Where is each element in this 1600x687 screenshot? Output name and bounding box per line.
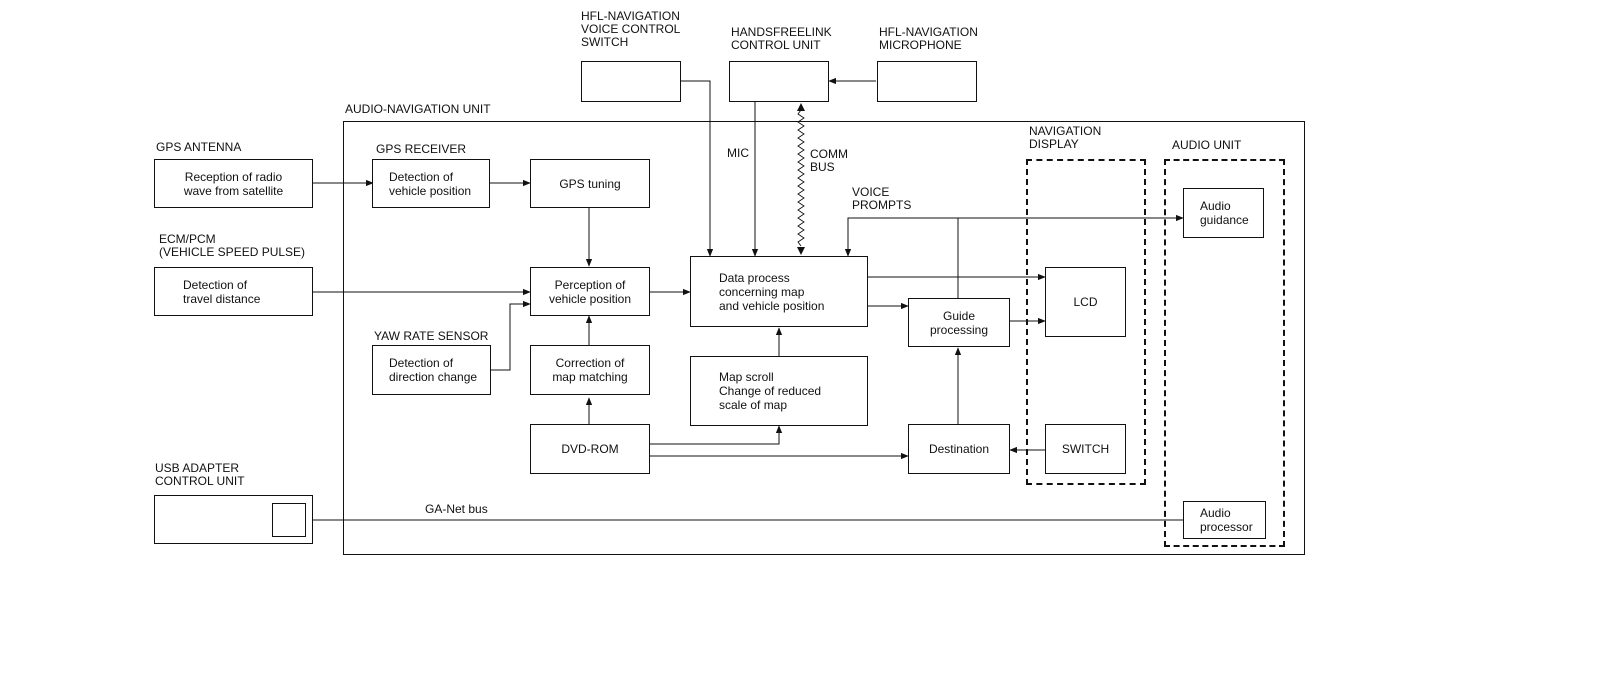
navigation-display-frame [1026, 159, 1146, 485]
ga-net-bus-label: GA-Net bus [425, 502, 488, 516]
audio-unit-frame [1164, 159, 1285, 547]
usb-adapter-label: USB ADAPTER CONTROL UNIT [155, 461, 245, 488]
voice-prompts-label: VOICE PROMPTS [852, 185, 912, 212]
comm-bus-arrow-up [797, 103, 805, 111]
reception-block: Reception of radio wave from satellite [154, 159, 313, 208]
map-scroll-block: Map scroll Change of reduced scale of ma… [690, 356, 868, 426]
handsfreelink-unit-label: HANDSFREELINK CONTROL UNIT [731, 25, 832, 52]
yaw-rate-sensor-label: YAW RATE SENSOR [374, 329, 489, 343]
audio-navigation-unit-frame [343, 121, 1305, 555]
travel-distance-block: Detection of travel distance [154, 267, 313, 316]
gps-receiver-label: GPS RECEIVER [376, 142, 467, 156]
mic-label: MIC [727, 146, 749, 160]
data-process-block: Data process concerning map and vehicle … [690, 256, 868, 327]
direction-change-block: Detection of direction change [372, 345, 491, 395]
guide-processing-block: Guide processing [908, 298, 1010, 347]
audio-guidance-block: Audio guidance [1183, 188, 1264, 238]
hfl-voice-switch-label: HFL-NAVIGATION VOICE CONTROL SWITCH [581, 9, 681, 49]
lcd-block: LCD [1045, 267, 1126, 337]
comm-bus-label: COMM BUS [810, 147, 848, 174]
line-direction-perception [491, 300, 531, 371]
comm-bus-arrow-down [797, 247, 805, 255]
hfl-voice-switch-box [581, 61, 681, 102]
line-comm-bus [797, 109, 805, 247]
audio-unit-label: AUDIO UNIT [1172, 138, 1242, 152]
hfl-microphone-label: HFL-NAVIGATION MICROPHONE [879, 25, 978, 52]
line-dvd-mapscroll [650, 425, 783, 445]
navigation-display-label: NAVIGATION DISPLAY [1029, 124, 1102, 151]
hfl-microphone-box [877, 61, 977, 102]
gps-tuning-block: GPS tuning [530, 159, 650, 208]
gps-antenna-label: GPS ANTENNA [156, 140, 242, 154]
switch-block: SWITCH [1045, 424, 1126, 474]
destination-block: Destination [908, 424, 1010, 474]
detection-position-block: Detection of vehicle position [372, 159, 490, 208]
handsfreelink-unit-box [729, 61, 829, 102]
correction-block: Correction of map matching [530, 345, 650, 395]
audio-navigation-unit-label: AUDIO-NAVIGATION UNIT [345, 102, 491, 116]
audio-processor-block: Audio processor [1183, 501, 1266, 539]
line-switch-data [681, 80, 714, 257]
ecm-pcm-label: ECM/PCM (VEHICLE SPEED PULSE) [159, 232, 306, 259]
dvd-rom-block: DVD-ROM [530, 424, 650, 474]
line-voice-prompts-data [844, 217, 958, 257]
usb-connector-icon [272, 503, 306, 537]
perception-block: Perception of vehicle position [530, 267, 650, 316]
